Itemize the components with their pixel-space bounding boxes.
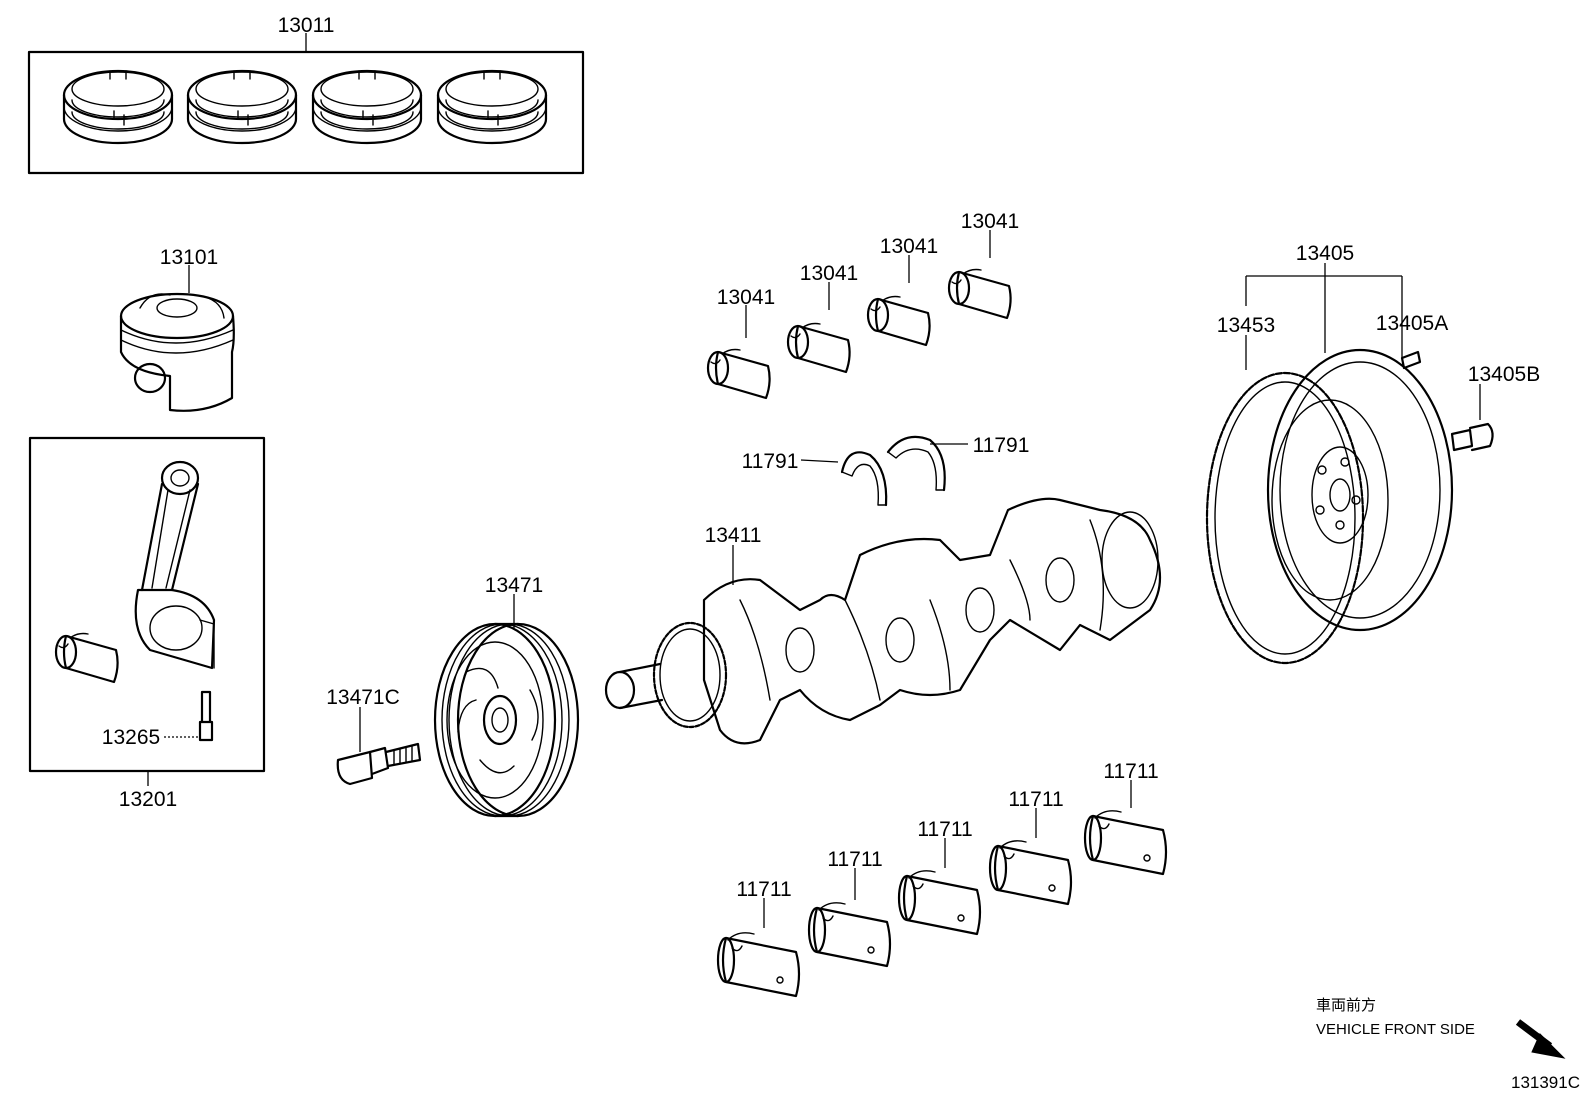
- piston: [119, 265, 235, 412]
- label-13405a: 13405A: [1376, 312, 1448, 335]
- pulley-bolt: [336, 707, 422, 786]
- label-13471c: 13471C: [326, 686, 400, 709]
- direction-note-english: VEHICLE FRONT SIDE: [1316, 1021, 1475, 1038]
- label-13011: 13011: [278, 14, 335, 37]
- piston-ring-set: [27, 33, 585, 175]
- rod-assy-box: [28, 436, 266, 773]
- label-13041-4: 13041: [961, 210, 1019, 233]
- label-13101: 13101: [160, 246, 218, 269]
- crankshaft: [604, 497, 1161, 745]
- label-13265: 13265: [102, 726, 160, 749]
- figure-code: 131391C: [1511, 1073, 1580, 1092]
- label-11711-4: 11711: [1008, 788, 1063, 811]
- label-13041-3: 13041: [880, 235, 938, 258]
- direction-note-japanese: 車両前方: [1316, 997, 1376, 1014]
- flywheel-assy: [1205, 263, 1494, 665]
- label-11791-right: 11791: [973, 434, 1030, 457]
- label-13201: 13201: [119, 788, 177, 811]
- label-11711-3: 11711: [917, 818, 972, 841]
- label-13041-1: 13041: [717, 286, 775, 309]
- label-11711-1: 11711: [736, 878, 791, 901]
- main-bearings: [716, 780, 1168, 998]
- direction-note: 車両前方 VEHICLE FRONT SIDE 131391C: [1316, 997, 1580, 1092]
- part-labels: 13011 13101 13201 13265 13471C 13471 134…: [102, 14, 1540, 901]
- label-13041-2: 13041: [800, 262, 858, 285]
- label-11711-5: 11711: [1103, 760, 1158, 783]
- label-11711-2: 11711: [827, 848, 882, 871]
- label-11791-left: 11791: [742, 450, 799, 473]
- thrust-washers: [800, 435, 968, 507]
- connecting-rod-assy: [28, 436, 266, 786]
- label-13471: 13471: [485, 574, 543, 597]
- rod-bearings: [706, 230, 1012, 400]
- label-13453: 13453: [1217, 314, 1275, 337]
- label-13405b: 13405B: [1468, 363, 1540, 386]
- label-13405: 13405: [1296, 242, 1354, 265]
- front-arrow-icon: [1515, 1019, 1566, 1059]
- crank-pulley: [433, 594, 580, 818]
- label-13411: 13411: [705, 524, 762, 547]
